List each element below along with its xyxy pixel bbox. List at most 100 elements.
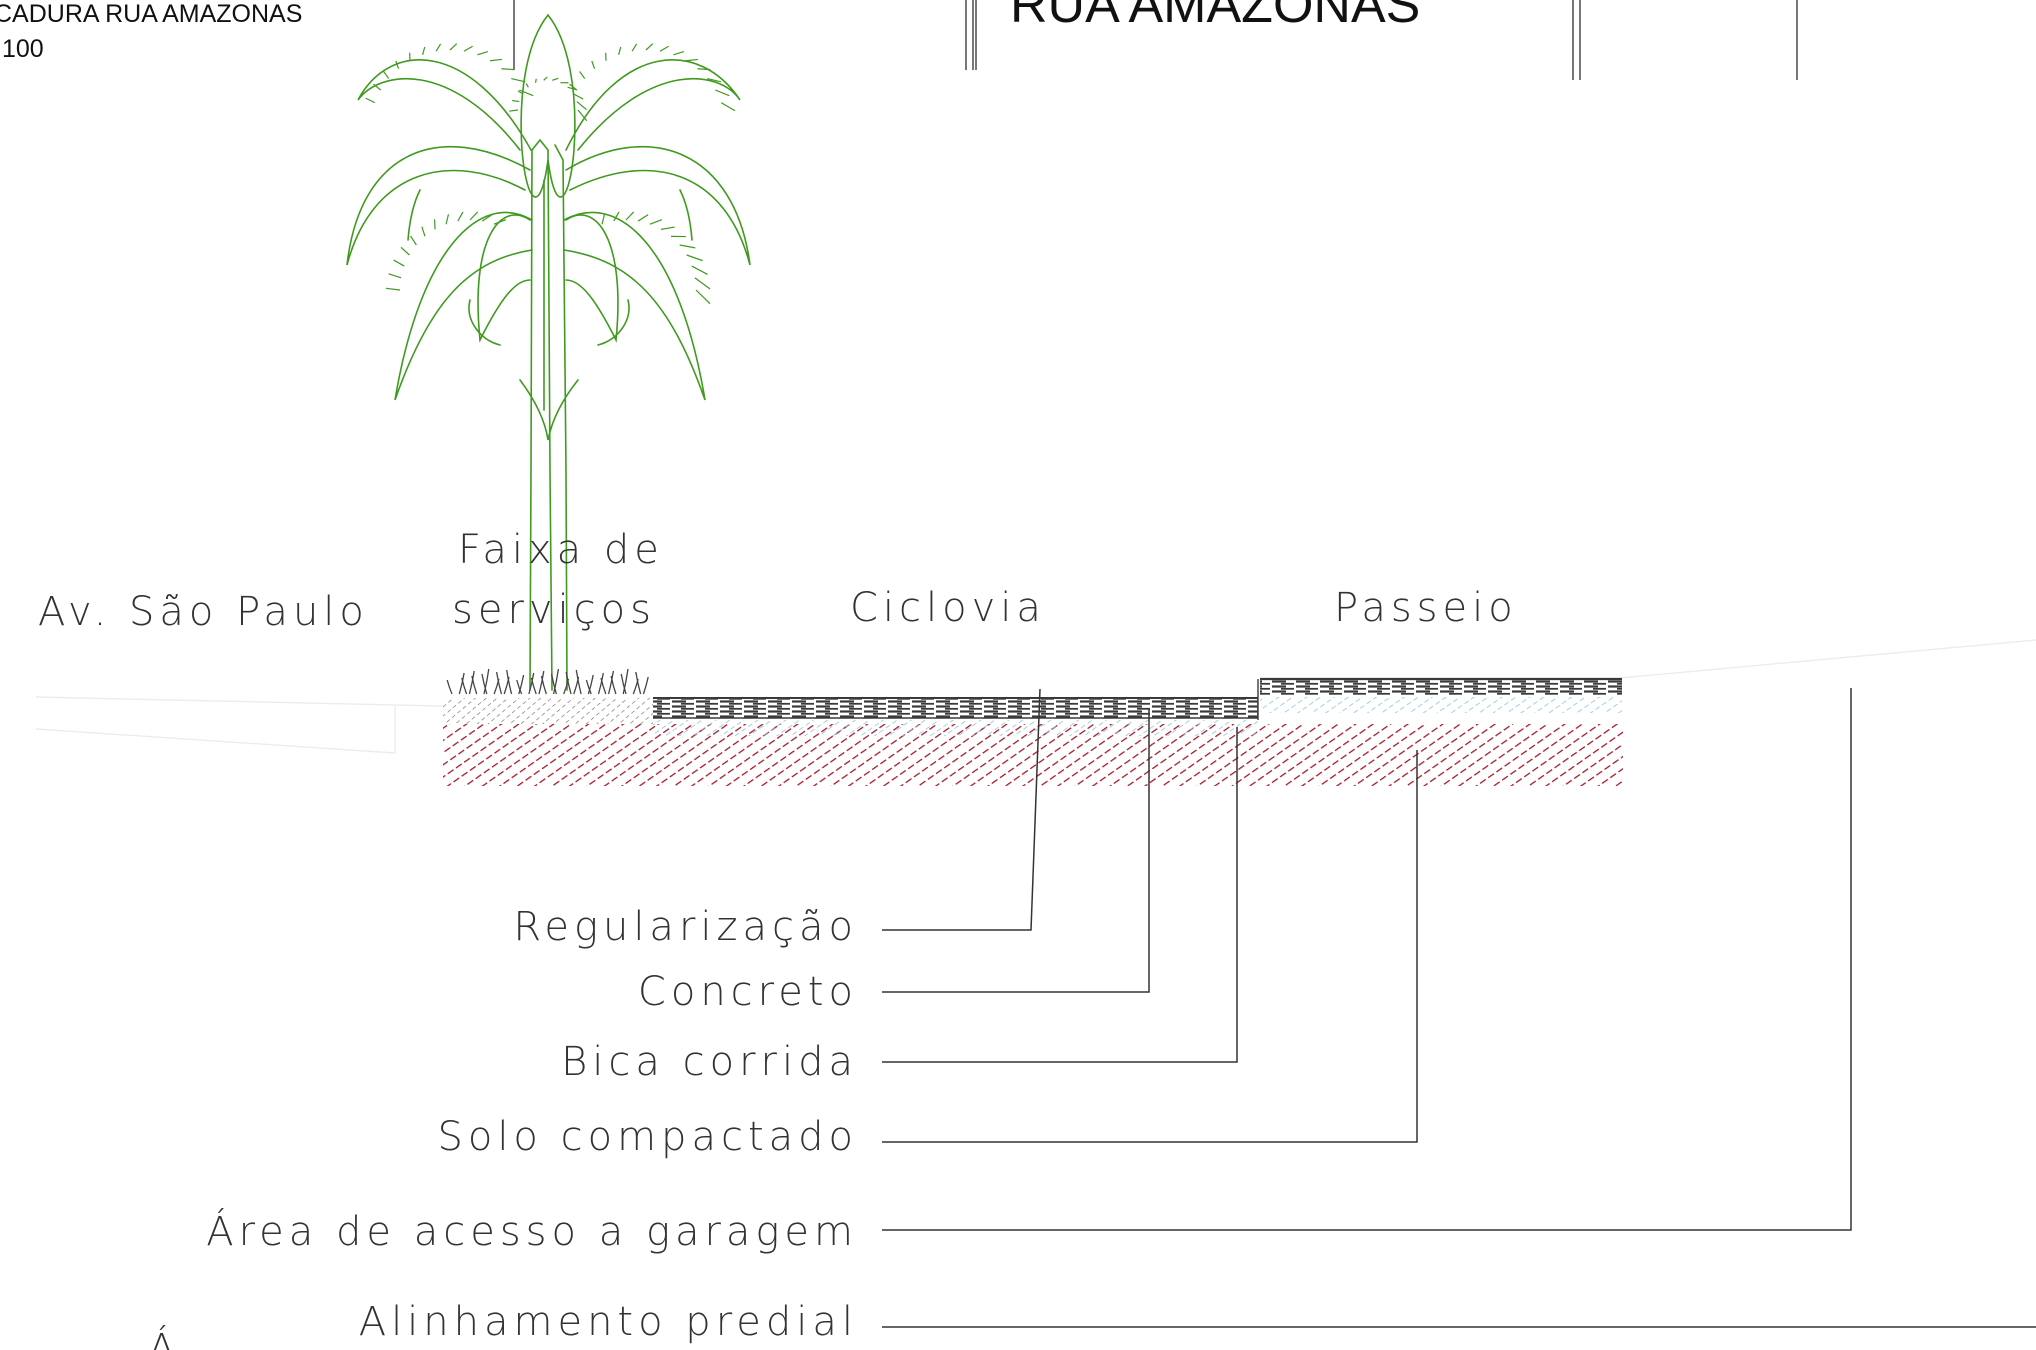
grass-blade xyxy=(550,673,558,695)
frond-leaflet xyxy=(525,83,529,88)
frond-leaflet xyxy=(685,58,699,62)
grass-blade xyxy=(461,677,468,695)
palm-tree-icon xyxy=(346,13,751,691)
frond-leaflet xyxy=(400,246,410,256)
sheet-scale: 100 xyxy=(2,35,44,63)
grass-blade xyxy=(495,671,503,695)
sidewalk-label: Passeio xyxy=(1334,585,1518,631)
legend-area-acesso-garagem: Área de acesso a garagem xyxy=(206,1207,858,1255)
frond-leaflet xyxy=(601,214,606,225)
grass-blade xyxy=(610,675,617,695)
frond-leaflet xyxy=(618,46,622,55)
frond-leaflet xyxy=(501,68,515,71)
sheet-heading: CADURA RUA AMAZONAS xyxy=(0,0,302,28)
frond-leaflet xyxy=(493,219,507,225)
grass-blade xyxy=(446,679,453,695)
sidewalk-concrete-layer xyxy=(1260,679,1622,695)
grass-blade xyxy=(587,674,594,695)
grass-blade xyxy=(635,671,642,695)
grass-blade xyxy=(538,670,545,695)
frond-leaflet xyxy=(457,211,464,222)
frond-leaflet xyxy=(649,219,663,225)
grass-blade xyxy=(516,679,523,695)
grass-blade xyxy=(506,669,513,695)
frond-leaflet xyxy=(552,77,559,81)
grass-blade xyxy=(565,671,572,695)
frond-leaflet xyxy=(385,287,401,291)
big-title: RUA AMAZONAS xyxy=(1010,0,1420,34)
service-strip-label-line2: serviços xyxy=(452,587,656,633)
frond-leaflet xyxy=(410,235,417,246)
title-frame xyxy=(513,0,1798,80)
frond-leaflet xyxy=(694,277,711,290)
frond-leaflet xyxy=(435,43,442,52)
frond-leaflet xyxy=(572,93,584,100)
frond-leaflet xyxy=(579,71,586,79)
frond-leaflet xyxy=(697,68,711,71)
service-strip-label-line1: Faixa de xyxy=(458,527,664,573)
frond-leaflet xyxy=(576,101,587,111)
legend-alinhamento-predial: Alinhamento predial xyxy=(359,1299,858,1345)
frond-leaflet xyxy=(645,43,654,51)
grass-blade xyxy=(620,673,627,695)
street-label: Av. São Paulo xyxy=(38,589,369,635)
frond-leaflet xyxy=(445,214,450,225)
grass-blade xyxy=(585,679,592,695)
grass-blade xyxy=(471,675,478,695)
frond-leaflet xyxy=(519,89,534,97)
frond-leaflet xyxy=(637,214,649,222)
grass-blade xyxy=(483,668,490,695)
frond-leaflet xyxy=(463,45,473,52)
frond-ticks xyxy=(365,43,736,305)
frond-leaflet xyxy=(577,109,588,122)
grass-blade xyxy=(458,672,465,695)
grass-blade xyxy=(530,677,537,695)
frond-leaflet xyxy=(365,97,376,104)
leader-area-acesso-garagem xyxy=(882,688,1852,1231)
frond-leaflet xyxy=(691,265,708,275)
frond-leaflet xyxy=(489,58,503,62)
legend-regularizacao: Regularização xyxy=(513,904,858,950)
bike-lane-concrete-layer xyxy=(653,698,1258,718)
grass-blade xyxy=(518,674,525,695)
frond-leaflet xyxy=(373,83,382,91)
frond-leaflet xyxy=(543,76,548,81)
frond-leaflet xyxy=(421,226,426,237)
frond-leaflet xyxy=(695,289,711,305)
legend-solo-compactado: Solo compactado xyxy=(437,1114,858,1160)
frond-leaflet xyxy=(673,51,685,56)
footer-fragment: Á xyxy=(148,1324,180,1350)
frond-leaflet xyxy=(659,45,669,52)
grass-blade xyxy=(597,672,604,695)
frond-leaflet xyxy=(393,259,405,267)
grass-blade xyxy=(528,672,535,695)
frond-leaflet xyxy=(383,71,390,79)
pavement-section xyxy=(443,677,1623,786)
grass-blade xyxy=(607,670,615,695)
frond-leaflet xyxy=(625,211,635,221)
grass-blade xyxy=(552,668,560,695)
frond-leaflet xyxy=(707,77,722,83)
frond-leaflet xyxy=(481,214,493,222)
frond-leaflet xyxy=(567,86,578,91)
frond-leaflet xyxy=(534,78,537,83)
frond-leaflet xyxy=(631,43,638,52)
leader-concreto xyxy=(882,709,1150,993)
frond-leaflet xyxy=(469,211,479,221)
leader-bica-corrida xyxy=(882,727,1238,1063)
frond-leaflet xyxy=(388,273,402,279)
ground-lines xyxy=(35,639,2036,754)
frond-leaflet xyxy=(517,90,524,95)
leader-solo-compactado xyxy=(882,750,1418,1143)
grass-blade xyxy=(642,676,649,695)
grass-blade xyxy=(481,673,488,695)
legend-bica-corrida: Bica corrida xyxy=(561,1039,858,1085)
grass-blade xyxy=(600,677,607,695)
grass-tufts xyxy=(446,668,649,695)
frond-leaflet xyxy=(591,60,596,69)
service-strip-layer xyxy=(443,698,653,724)
frond-leaflet xyxy=(512,99,520,103)
grass-blade xyxy=(468,670,475,695)
frond-leaflet xyxy=(422,46,426,55)
